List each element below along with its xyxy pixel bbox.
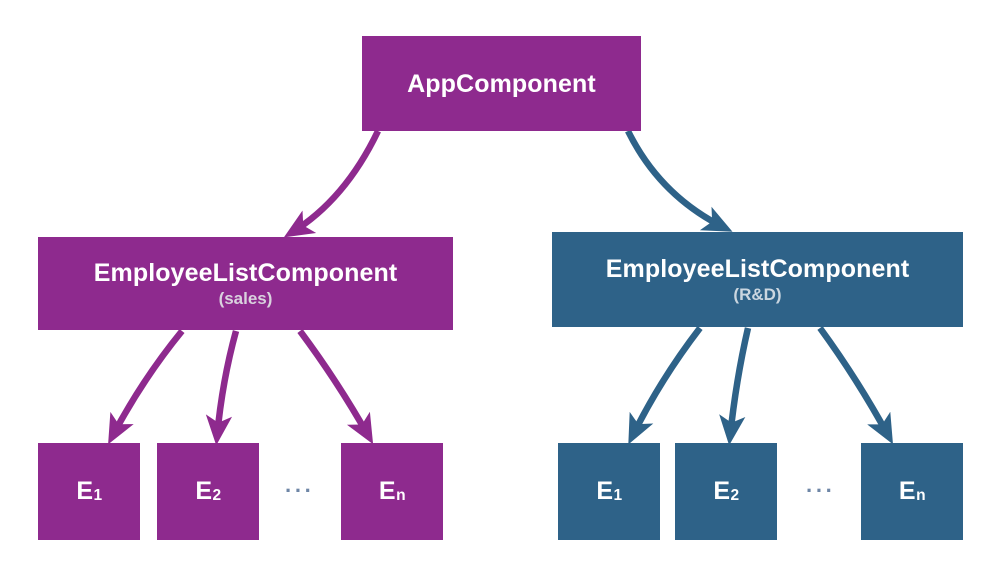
node-employee-rnd-2-letter: E [713,477,731,505]
ellipsis-sales: ··· [285,478,315,503]
node-employee-sales-1-letter: E [76,477,94,505]
edge-root-to-sales [283,129,381,238]
node-employee-rnd-1-letter: E [596,477,614,505]
edge-rnd-to-e1 [628,326,703,445]
node-employee-list-rnd-subtitle: (R&D) [733,284,782,304]
node-employee-sales-2-letter: E [195,477,213,505]
edge-rnd-to-e2 [719,327,752,446]
node-employee-list-rnd[interactable]: EmployeeListComponent (R&D) [552,232,963,327]
node-employee-rnd-n-letter: E [898,477,916,505]
edge-root-to-rnd [625,129,733,232]
node-employee-list-sales-label: EmployeeListComponent [93,258,398,287]
node-app-component-label: AppComponent [407,69,596,98]
node-app-component[interactable]: AppComponent [362,36,641,131]
node-employee-list-rnd-label: EmployeeListComponent [605,254,910,283]
edge-sales-to-e2 [205,330,240,446]
node-employee-list-sales-subtitle: (sales) [218,288,273,308]
edge-rnd-to-en [817,326,894,445]
node-employee-sales-n-letter: E [378,477,396,505]
ellipsis-rnd: ··· [806,478,836,503]
edge-sales-to-en [297,329,374,445]
node-employee-list-sales[interactable]: EmployeeListComponent (sales) [38,237,453,330]
edge-sales-to-e1 [108,328,185,445]
